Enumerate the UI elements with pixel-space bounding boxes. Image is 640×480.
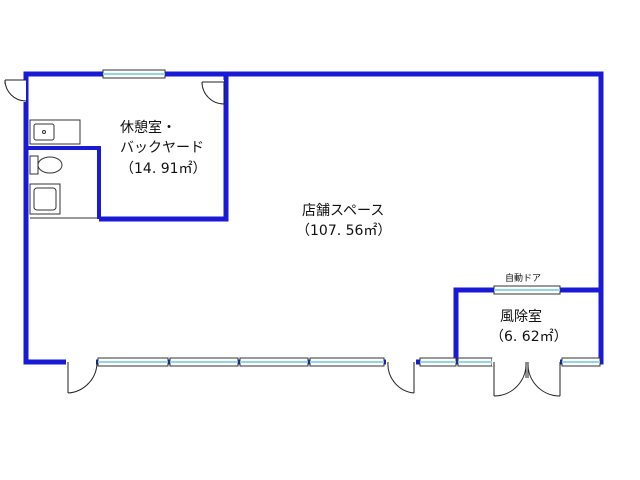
door-swing-icon bbox=[4, 79, 27, 102]
window-icon bbox=[102, 69, 166, 79]
store-area: （107. 56㎡） bbox=[296, 223, 392, 240]
break-room-area: （14. 91㎡） bbox=[120, 160, 207, 177]
door-swing-icon bbox=[492, 358, 561, 397]
auto-door-label: 自動ドア bbox=[505, 274, 542, 284]
break-room-name-line2: バックヤード bbox=[120, 140, 204, 157]
store-label: 店舗スペース （107. 56㎡） bbox=[296, 201, 391, 242]
door-swing-icon bbox=[386, 358, 416, 394]
break-room-wall bbox=[99, 74, 229, 222]
break-room-label: 休憩室・ バックヤード （14. 91㎡） bbox=[120, 118, 207, 179]
vestibule-label: 風除室 （6. 62㎡） bbox=[490, 307, 568, 348]
door-swing-icon bbox=[66, 358, 98, 394]
vestibule-name: 風除室 bbox=[500, 309, 542, 325]
store-name: 店舗スペース bbox=[302, 203, 385, 219]
auto-door bbox=[493, 285, 561, 295]
break-room-name-line1: 休憩室・ bbox=[120, 120, 176, 136]
front-windows bbox=[97, 357, 601, 367]
sink-icon bbox=[29, 119, 81, 145]
toilet-icon bbox=[29, 155, 63, 175]
bathtub-icon bbox=[29, 183, 98, 219]
toilet-wall bbox=[26, 146, 101, 219]
vestibule-area: （6. 62㎡） bbox=[490, 329, 568, 346]
door-swing-icon bbox=[200, 80, 225, 105]
